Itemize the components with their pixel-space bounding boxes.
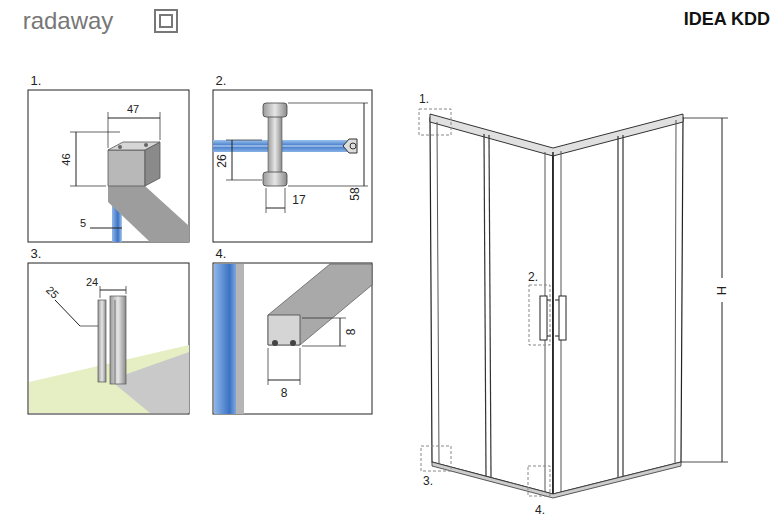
dimension: 8 bbox=[281, 387, 288, 399]
dimension: 24 bbox=[86, 277, 98, 288]
dimension: 5 bbox=[80, 218, 86, 229]
callout-number: 1. bbox=[419, 93, 429, 105]
dimension: 58 bbox=[349, 187, 361, 200]
callout-number: 3. bbox=[31, 247, 42, 260]
callout-number: 3. bbox=[423, 475, 433, 487]
title: IDEA KDD bbox=[684, 10, 770, 28]
dimension: H bbox=[715, 285, 728, 294]
callout-number: 4. bbox=[535, 504, 545, 516]
dimension: 26 bbox=[216, 154, 228, 167]
callout-number: 1. bbox=[31, 74, 42, 87]
callout-number: 2. bbox=[216, 74, 227, 87]
dimension: 46 bbox=[61, 153, 72, 165]
callout-number: 4. bbox=[216, 247, 227, 260]
dimension: 17 bbox=[292, 194, 305, 206]
dimension: 8 bbox=[345, 329, 357, 336]
dimension: 47 bbox=[127, 104, 139, 115]
brand-logo: radaway bbox=[23, 9, 114, 33]
callout-number: 2. bbox=[528, 271, 538, 283]
